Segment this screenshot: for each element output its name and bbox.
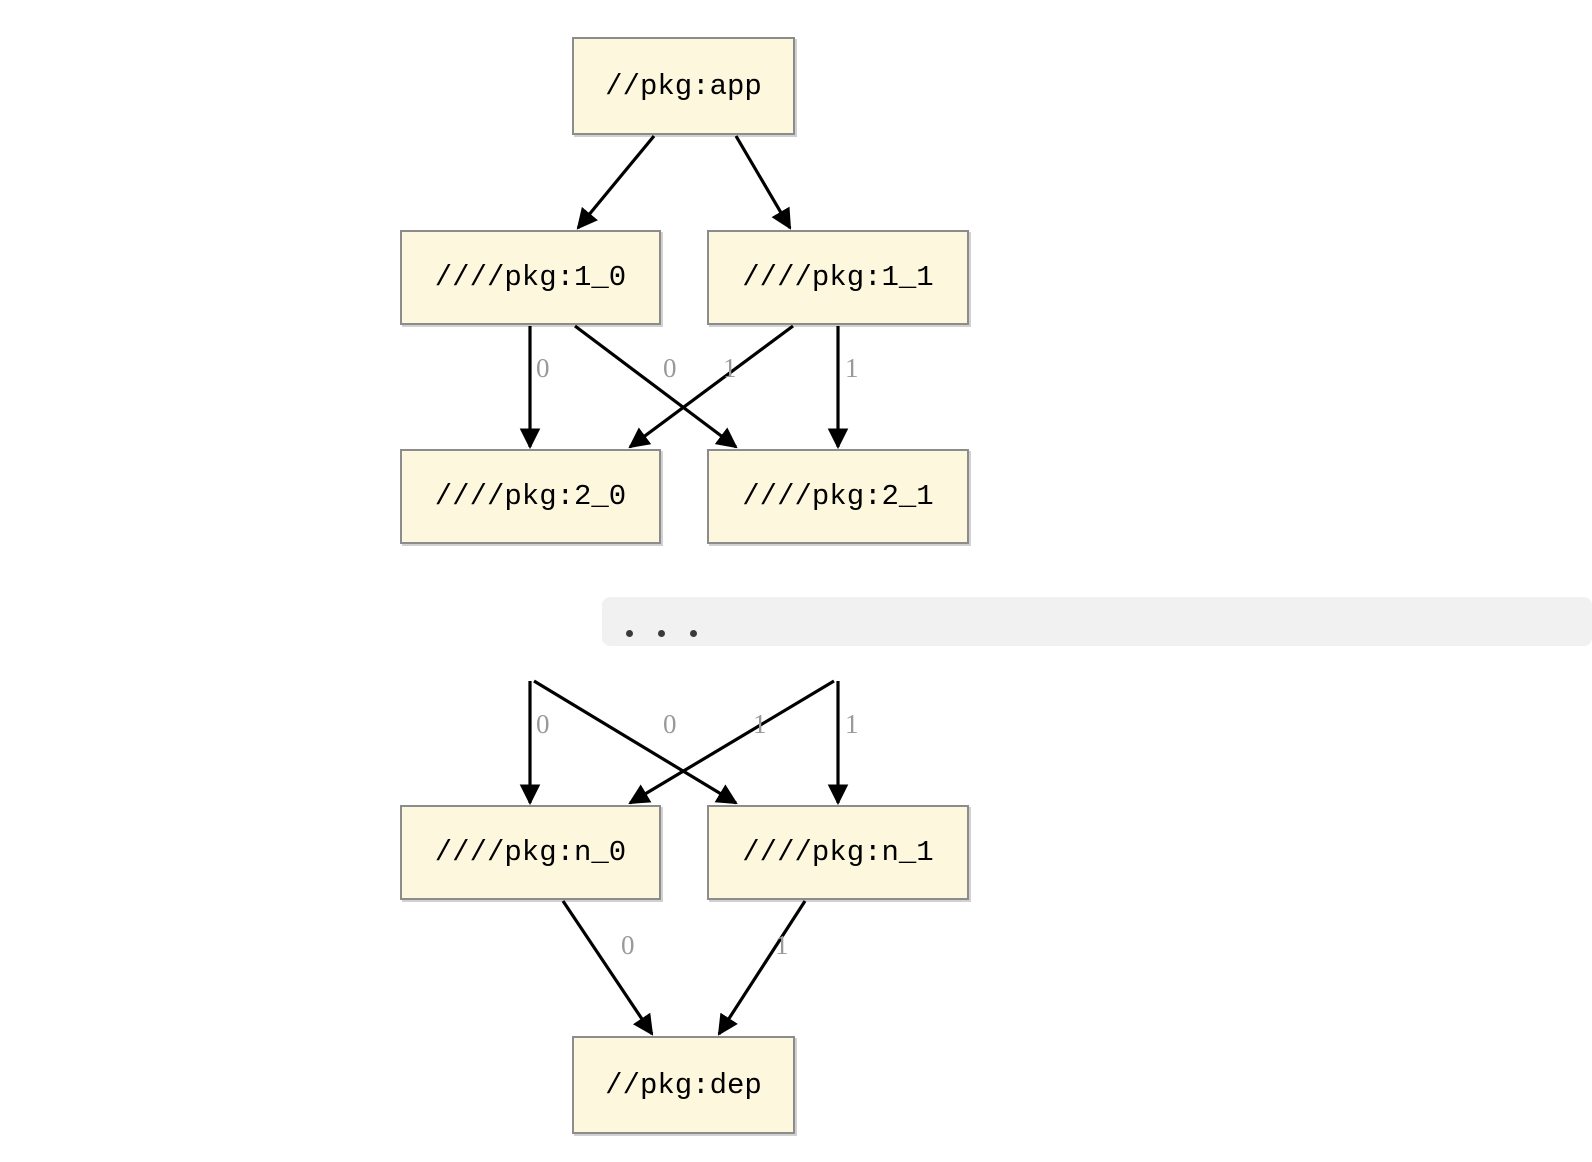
graph-edge [576,134,656,230]
graph-node-app[interactable]: //pkg:app [572,37,795,135]
graph-edge [734,135,792,230]
graph-node-2_0[interactable]: ////pkg:2_0 [400,449,661,544]
graph-edge [561,900,654,1036]
edge-label: 1 [723,353,737,383]
graph-edge [628,324,794,449]
graph-node-label: ////pkg:1_0 [434,261,627,294]
edge-label: 1 [845,353,859,383]
ellipsis-dots [602,630,697,637]
edge-label: 1 [775,930,789,960]
graph-node-label: ////pkg:1_1 [742,261,934,294]
graph-node-n_1[interactable]: ////pkg:n_1 [707,805,969,900]
graph-node-1_1[interactable]: ////pkg:1_1 [707,230,969,325]
graph-edge [717,900,807,1036]
edge-label: 0 [621,930,635,960]
graph-edge [574,324,738,449]
graph-node-2_1[interactable]: ////pkg:2_1 [707,449,969,544]
edge-label: 0 [663,353,677,383]
edge-label: 0 [536,353,550,383]
edge-label: 1 [845,709,859,739]
graph-node-label: //pkg:dep [605,1068,762,1102]
ellipsis-dot [658,630,665,637]
ellipsis-dot [626,630,633,637]
ellipsis-dot [690,630,697,637]
graph-edge [533,679,738,805]
graph-node-label: ////pkg:n_1 [742,836,934,869]
graph-node-label: ////pkg:n_0 [434,836,627,869]
edge-label: 0 [663,709,677,739]
graph-node-label: ////pkg:2_0 [434,480,627,513]
graph-edge [628,679,835,805]
truncation-indicator [602,597,1592,646]
graph-node-dep[interactable]: //pkg:dep [572,1036,795,1134]
graph-node-label: //pkg:app [605,69,762,103]
graph-node-1_0[interactable]: ////pkg:1_0 [400,230,661,325]
graph-node-label: ////pkg:2_1 [742,480,934,513]
graph-node-n_0[interactable]: ////pkg:n_0 [400,805,661,900]
edge-label: 0 [536,709,550,739]
edge-label: 1 [753,709,767,739]
